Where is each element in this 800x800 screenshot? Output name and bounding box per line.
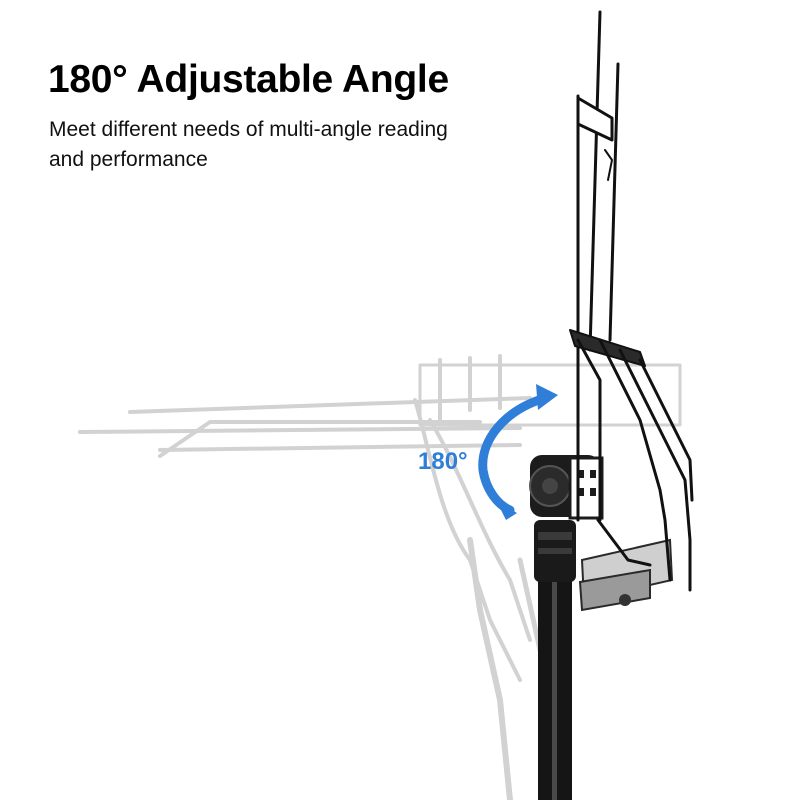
stand-shaft-highlight xyxy=(552,580,557,800)
ghost-stand-horizontal xyxy=(78,354,682,800)
stand-tray xyxy=(578,538,674,612)
rotation-arrow-icon xyxy=(478,384,558,520)
headline: 180° Adjustable Angle xyxy=(48,58,449,101)
subheadline: Meet different needs of multi-angle read… xyxy=(49,118,448,171)
angle-label: 180° xyxy=(418,448,468,475)
upright-desk-frame xyxy=(569,10,694,592)
pivot-joint xyxy=(529,455,604,520)
